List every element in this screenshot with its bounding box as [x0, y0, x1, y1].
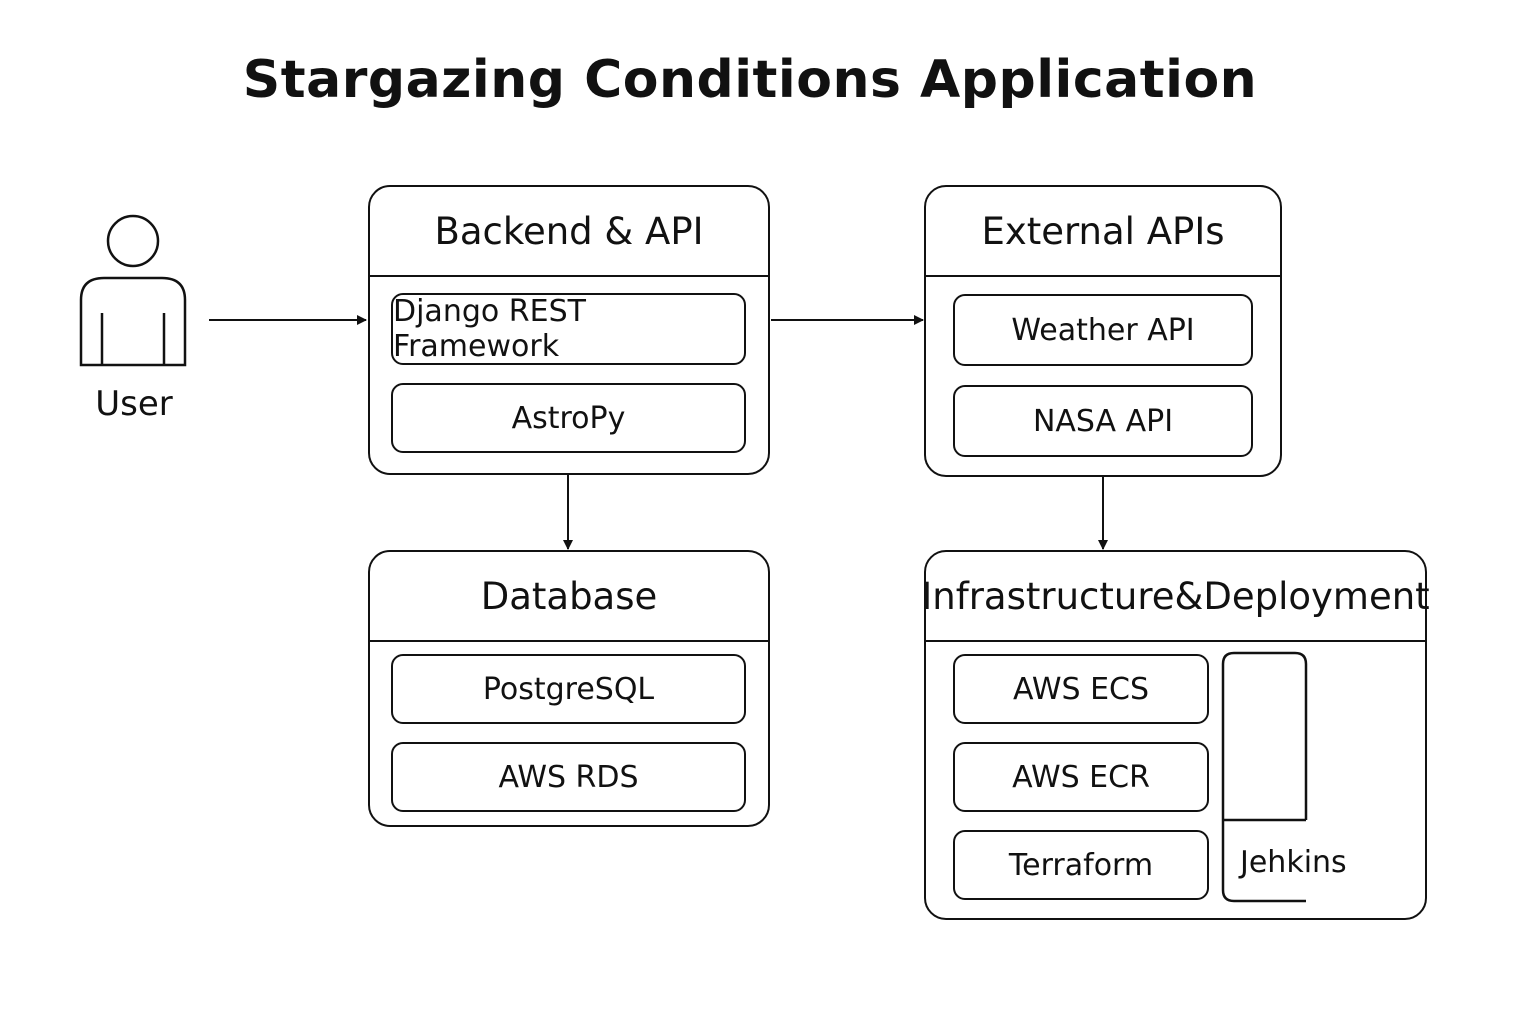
backend-api-title: Backend & API: [370, 187, 768, 277]
nasa-api-item: NASA API: [953, 385, 1253, 457]
postgresql-item: PostgreSQL: [391, 654, 746, 724]
user-icon: [79, 214, 187, 367]
jenkins-label: Jehkins: [1240, 845, 1347, 880]
aws-ecr-item: AWS ECR: [953, 742, 1209, 812]
database-title: Database: [370, 552, 768, 642]
infrastructure-deployment-title: Infrastructure&Deployment: [921, 552, 1430, 642]
django-rest-framework-item: Django REST Framework: [391, 293, 746, 365]
user-label: User: [95, 384, 173, 424]
terraform-item: Terraform: [953, 830, 1209, 900]
weather-api-item: Weather API: [953, 294, 1253, 366]
aws-ecs-item: AWS ECS: [953, 654, 1209, 724]
astropy-item: AstroPy: [391, 383, 746, 453]
external-apis-title: External APIs: [926, 187, 1280, 277]
page-title: Stargazing Conditions Application: [242, 50, 1258, 110]
aws-rds-item: AWS RDS: [391, 742, 746, 812]
